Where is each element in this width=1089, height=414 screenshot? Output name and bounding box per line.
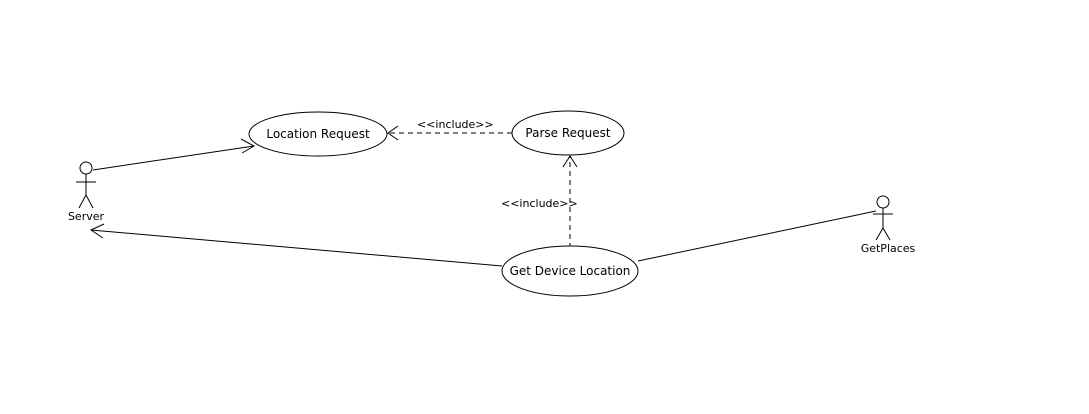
- actor-getplaces-label: GetPlaces: [861, 242, 916, 255]
- include-label-vertical: <<include>>: [501, 197, 578, 210]
- actor-server[interactable]: Server: [68, 161, 105, 223]
- use-case-parse-request[interactable]: Parse Request: [511, 110, 625, 156]
- use-case-location-request[interactable]: Location Request: [248, 111, 388, 157]
- include-label-top: <<include>>: [417, 118, 494, 131]
- use-case-get-device-location[interactable]: Get Device Location: [501, 245, 639, 297]
- use-case-location-request-label: Location Request: [266, 127, 370, 141]
- actor-server-head: [79, 161, 93, 175]
- association-server-location-request: [92, 138, 256, 171]
- use-case-parse-request-label: Parse Request: [525, 126, 610, 140]
- include-device-to-parse-request: [562, 155, 578, 248]
- association-getplaces-get-device-location: [637, 210, 877, 262]
- actor-getplaces[interactable]: GetPlaces: [861, 195, 916, 255]
- association-get-device-location-server: [89, 223, 503, 267]
- include-parse-to-location-request: [387, 125, 512, 141]
- actor-getplaces-head: [876, 195, 890, 209]
- actor-server-label: Server: [68, 210, 105, 223]
- use-case-get-device-location-label: Get Device Location: [510, 264, 631, 278]
